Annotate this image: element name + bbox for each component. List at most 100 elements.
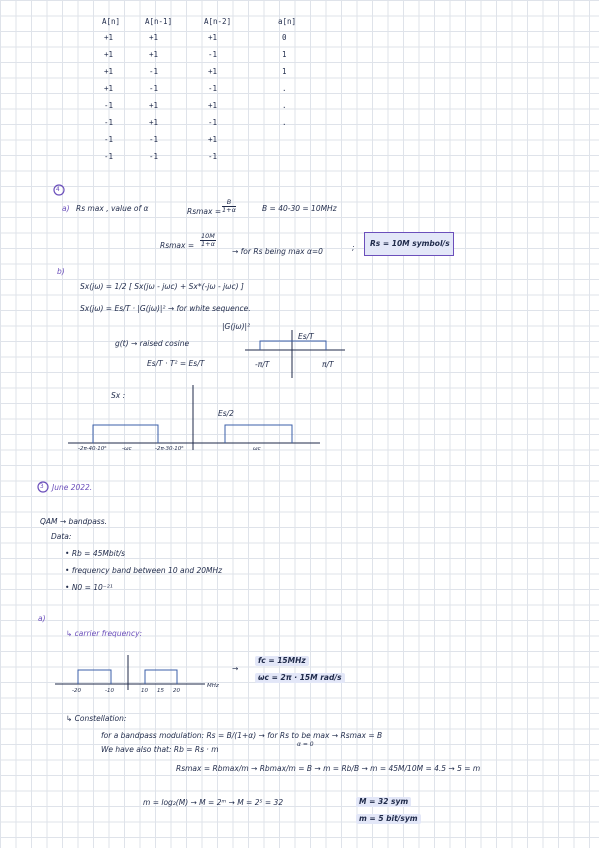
table-cell: +1 — [208, 135, 218, 144]
spectrum-ylabel: |G(jω)|² — [222, 322, 251, 331]
table-cell: 1 — [282, 67, 287, 76]
table-cell: +1 — [149, 118, 159, 127]
carrier-tick: 15 — [157, 688, 164, 694]
table-header: A[n-2] — [204, 17, 232, 26]
table-cell: -1 — [208, 152, 218, 161]
q4-b-label: b) — [57, 267, 65, 276]
const-line3: Rsmax = Rbmax/m → Rbmax/m = B → m = Rb/B… — [176, 764, 481, 773]
sx-tick-4: ωc — [253, 446, 261, 452]
sx-plot — [68, 385, 320, 450]
table-cell: +1 — [104, 84, 114, 93]
table-cell: -1 — [149, 135, 159, 144]
carrier-tick: -20 — [72, 688, 81, 694]
table-cell: +1 — [149, 101, 159, 110]
carrier-tick: 20 — [173, 688, 180, 694]
table-header: a[n] — [278, 17, 297, 26]
table-cell: -1 — [208, 84, 218, 93]
table-row: -1 -1 -1 — [100, 149, 300, 166]
table-cell: -1 — [149, 152, 159, 161]
table-cell: +1 — [104, 67, 114, 76]
sx-tick-3: -2π·30·10⁶ — [155, 446, 184, 452]
const-line2: We have also that: Rb = Rs · m — [101, 745, 219, 754]
result-box: Rs = 10M symbol/s — [364, 232, 454, 256]
constellation-label: ↳ Constellation: — [66, 714, 127, 723]
bullet-1-text: Rb = 45Mbit/s — [71, 549, 126, 558]
carrier-axis-label: MHz — [207, 683, 219, 689]
rsmax2-denominator: 1+α — [201, 239, 215, 248]
table-cell: +1 — [208, 67, 218, 76]
table-cell: +1 — [208, 33, 218, 42]
bullet-2-text: frequency band between 10 and 20MHz — [71, 566, 223, 575]
table-cell: 0 — [282, 33, 287, 42]
question-3-number: 3 — [40, 483, 44, 490]
bullet-1: • Rb = 45Mbit/s — [65, 549, 126, 558]
rsmax-denominator: 1+α — [222, 205, 236, 214]
spectrum-rect — [259, 340, 327, 350]
rsmax2-numerator: 10M — [200, 232, 216, 241]
result-text: Rs = 10M symbol/s — [370, 239, 450, 248]
question-4-circle — [53, 184, 65, 196]
table-cell: -1 — [149, 67, 159, 76]
table-cell: . — [282, 84, 287, 93]
table-cell: +1 — [149, 50, 159, 59]
bandwidth: B = 40-30 = 10MHz — [262, 204, 337, 213]
g-spec: Es/T · T² = Es/T — [147, 359, 205, 368]
q4-a-label: a) — [62, 204, 70, 213]
result-M: M = 32 sym — [356, 797, 412, 807]
question-4-number: 4 — [56, 186, 60, 193]
table-cell: +1 — [104, 50, 114, 59]
bullet-3-text: N0 = 10⁻²¹ — [71, 583, 113, 592]
table-cell: -1 — [104, 135, 114, 144]
table-cell: -1 — [104, 101, 114, 110]
carrier-plot — [55, 655, 205, 690]
table-cell: 1 — [282, 50, 287, 59]
table-header-row: A[n] A[n-1] A[n-2] a[n] — [100, 18, 300, 30]
table-cell: -1 — [149, 84, 159, 93]
sx-label: Sx : — [111, 391, 126, 400]
q3-intro: QAM → bandpass. — [40, 517, 107, 526]
q3-header: June 2022. — [52, 483, 93, 492]
q3-data-label: Data: — [51, 532, 72, 541]
spectrum-top-label: Es/T — [298, 332, 314, 341]
bullet-3: • N0 = 10⁻²¹ — [65, 583, 113, 592]
const-line1: for a bandpass modulation: Rs = B/(1+α) … — [101, 731, 383, 740]
rsmax2-fraction: 10M 1+α — [200, 233, 216, 247]
rsmax-numerator: B — [222, 199, 236, 207]
rsmax2-note: → for Rs being max α=0 — [232, 247, 323, 256]
carrier-tick: 10 — [141, 688, 148, 694]
table-cell: -1 — [104, 152, 114, 161]
sx-tick-2: -ωc — [122, 446, 132, 452]
carrier-label: ↳ carrier frequency: — [66, 629, 143, 638]
spectrum-left-tick: -π/T — [255, 360, 270, 369]
table-cell: . — [282, 118, 287, 127]
psd-line1: Sx(jω) = 1/2 [ Sx(jω - jωc) + Sx*(-jω - … — [80, 282, 244, 291]
table-row: +1 +1 +1 0 — [100, 30, 300, 47]
table-header: A[n] — [102, 17, 121, 26]
carrier-right-rect — [144, 669, 178, 684]
result-separator: ; — [352, 243, 355, 252]
sx-right-rect — [224, 424, 293, 443]
table-cell: +1 — [149, 33, 159, 42]
result-m: m = 5 bit/sym — [356, 814, 421, 824]
const-line4: m = log₂(M) → M = 2ᵐ → M = 2⁵ = 32 — [143, 798, 284, 807]
wc-result: ωc = 2π · 15M rad/s — [255, 673, 345, 683]
question-3-circle — [37, 481, 49, 493]
table-cell: +1 — [104, 33, 114, 42]
table-row: -1 +1 +1. — [100, 98, 300, 115]
table-cell: +1 — [208, 101, 218, 110]
fc-result: fc = 15MHz — [255, 656, 309, 666]
q3-a-label: a) — [38, 614, 46, 623]
table-cell: -1 — [104, 118, 114, 127]
carrier-tick: -10 — [105, 688, 114, 694]
spectrum-plot — [245, 330, 345, 378]
table-cell: . — [282, 101, 287, 110]
bullet-2: • frequency band between 10 and 20MHz — [65, 566, 223, 575]
psd-line2: Sx(jω) = Es/T · |G(jω)|² → for white seq… — [80, 304, 251, 313]
table-row: +1 -1 +1 1 — [100, 64, 300, 81]
arrow-icon: → — [232, 664, 239, 673]
spectrum-right-tick: π/T — [322, 360, 334, 369]
table-row: +1 -1 -1. — [100, 81, 300, 98]
table-header: A[n-1] — [145, 17, 173, 26]
